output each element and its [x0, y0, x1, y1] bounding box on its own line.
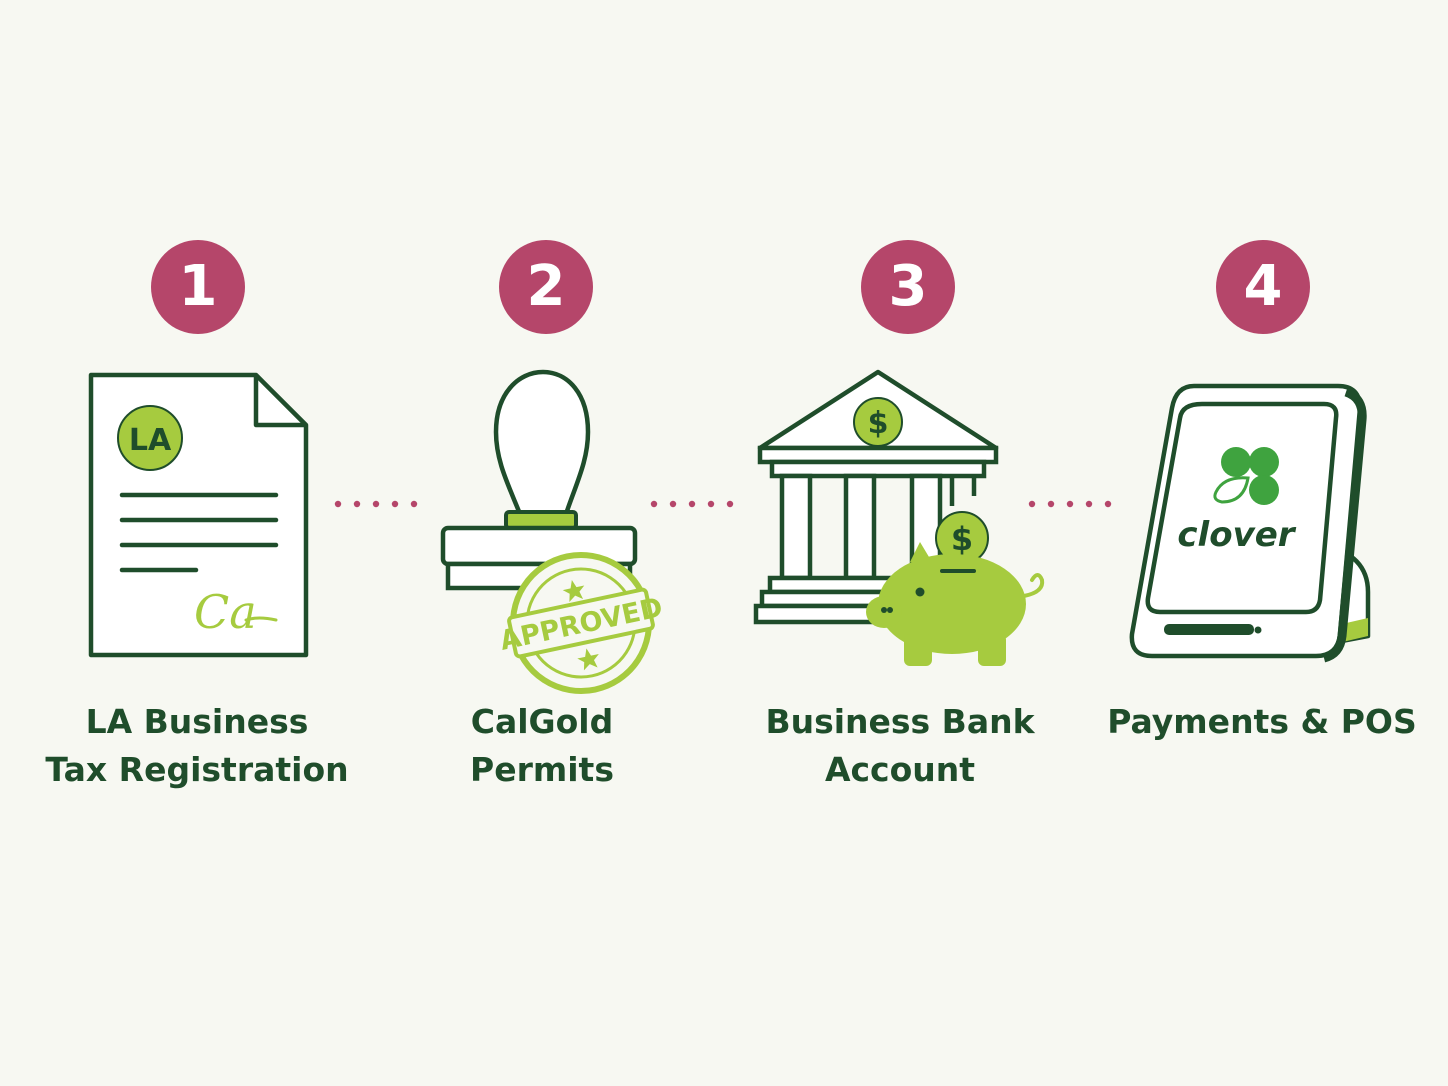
step-3-label-line-1: Business Bank	[765, 702, 1035, 741]
step-2-badge: 2	[499, 240, 593, 334]
connector-2-3	[650, 500, 734, 508]
step-4-label: Payments & POS	[1092, 698, 1432, 746]
step-1-badge: 1	[151, 240, 245, 334]
step-1-label-line-1: LA Business	[85, 702, 309, 741]
coin-dollar-text: $	[951, 520, 973, 558]
signature-mark: Ca	[194, 585, 257, 639]
connector-3-4	[1028, 500, 1112, 508]
step-1-label: LA Business Tax Registration	[27, 698, 367, 794]
step-4-label-line-1: Payments & POS	[1107, 702, 1417, 741]
step-3-label-line-2: Account	[824, 750, 976, 789]
stamp-icon: APPROVED	[440, 369, 665, 694]
document-icon: LA Ca	[88, 372, 309, 658]
step-3-label: Business Bank Account	[730, 698, 1070, 794]
step-4-badge: 4	[1216, 240, 1310, 334]
document-la-text: LA	[129, 423, 172, 458]
piggy-bank-icon	[866, 542, 1045, 666]
connector-1-2	[334, 500, 418, 508]
step-2-label-line-1: CalGold	[470, 702, 614, 741]
step-2-label-line-2: Permits	[470, 750, 614, 789]
clover-brand-text: clover	[1177, 515, 1296, 555]
clover-logo-icon	[1213, 447, 1279, 505]
bank-dollar-text: $	[868, 406, 889, 441]
step-1-label-line-2: Tax Registration	[45, 750, 349, 789]
pos-terminal-icon: clover	[1129, 383, 1371, 663]
step-2-label: CalGold Permits	[372, 698, 712, 794]
step-3-badge: 3	[861, 240, 955, 334]
bank-icon: $ $	[753, 369, 1045, 666]
